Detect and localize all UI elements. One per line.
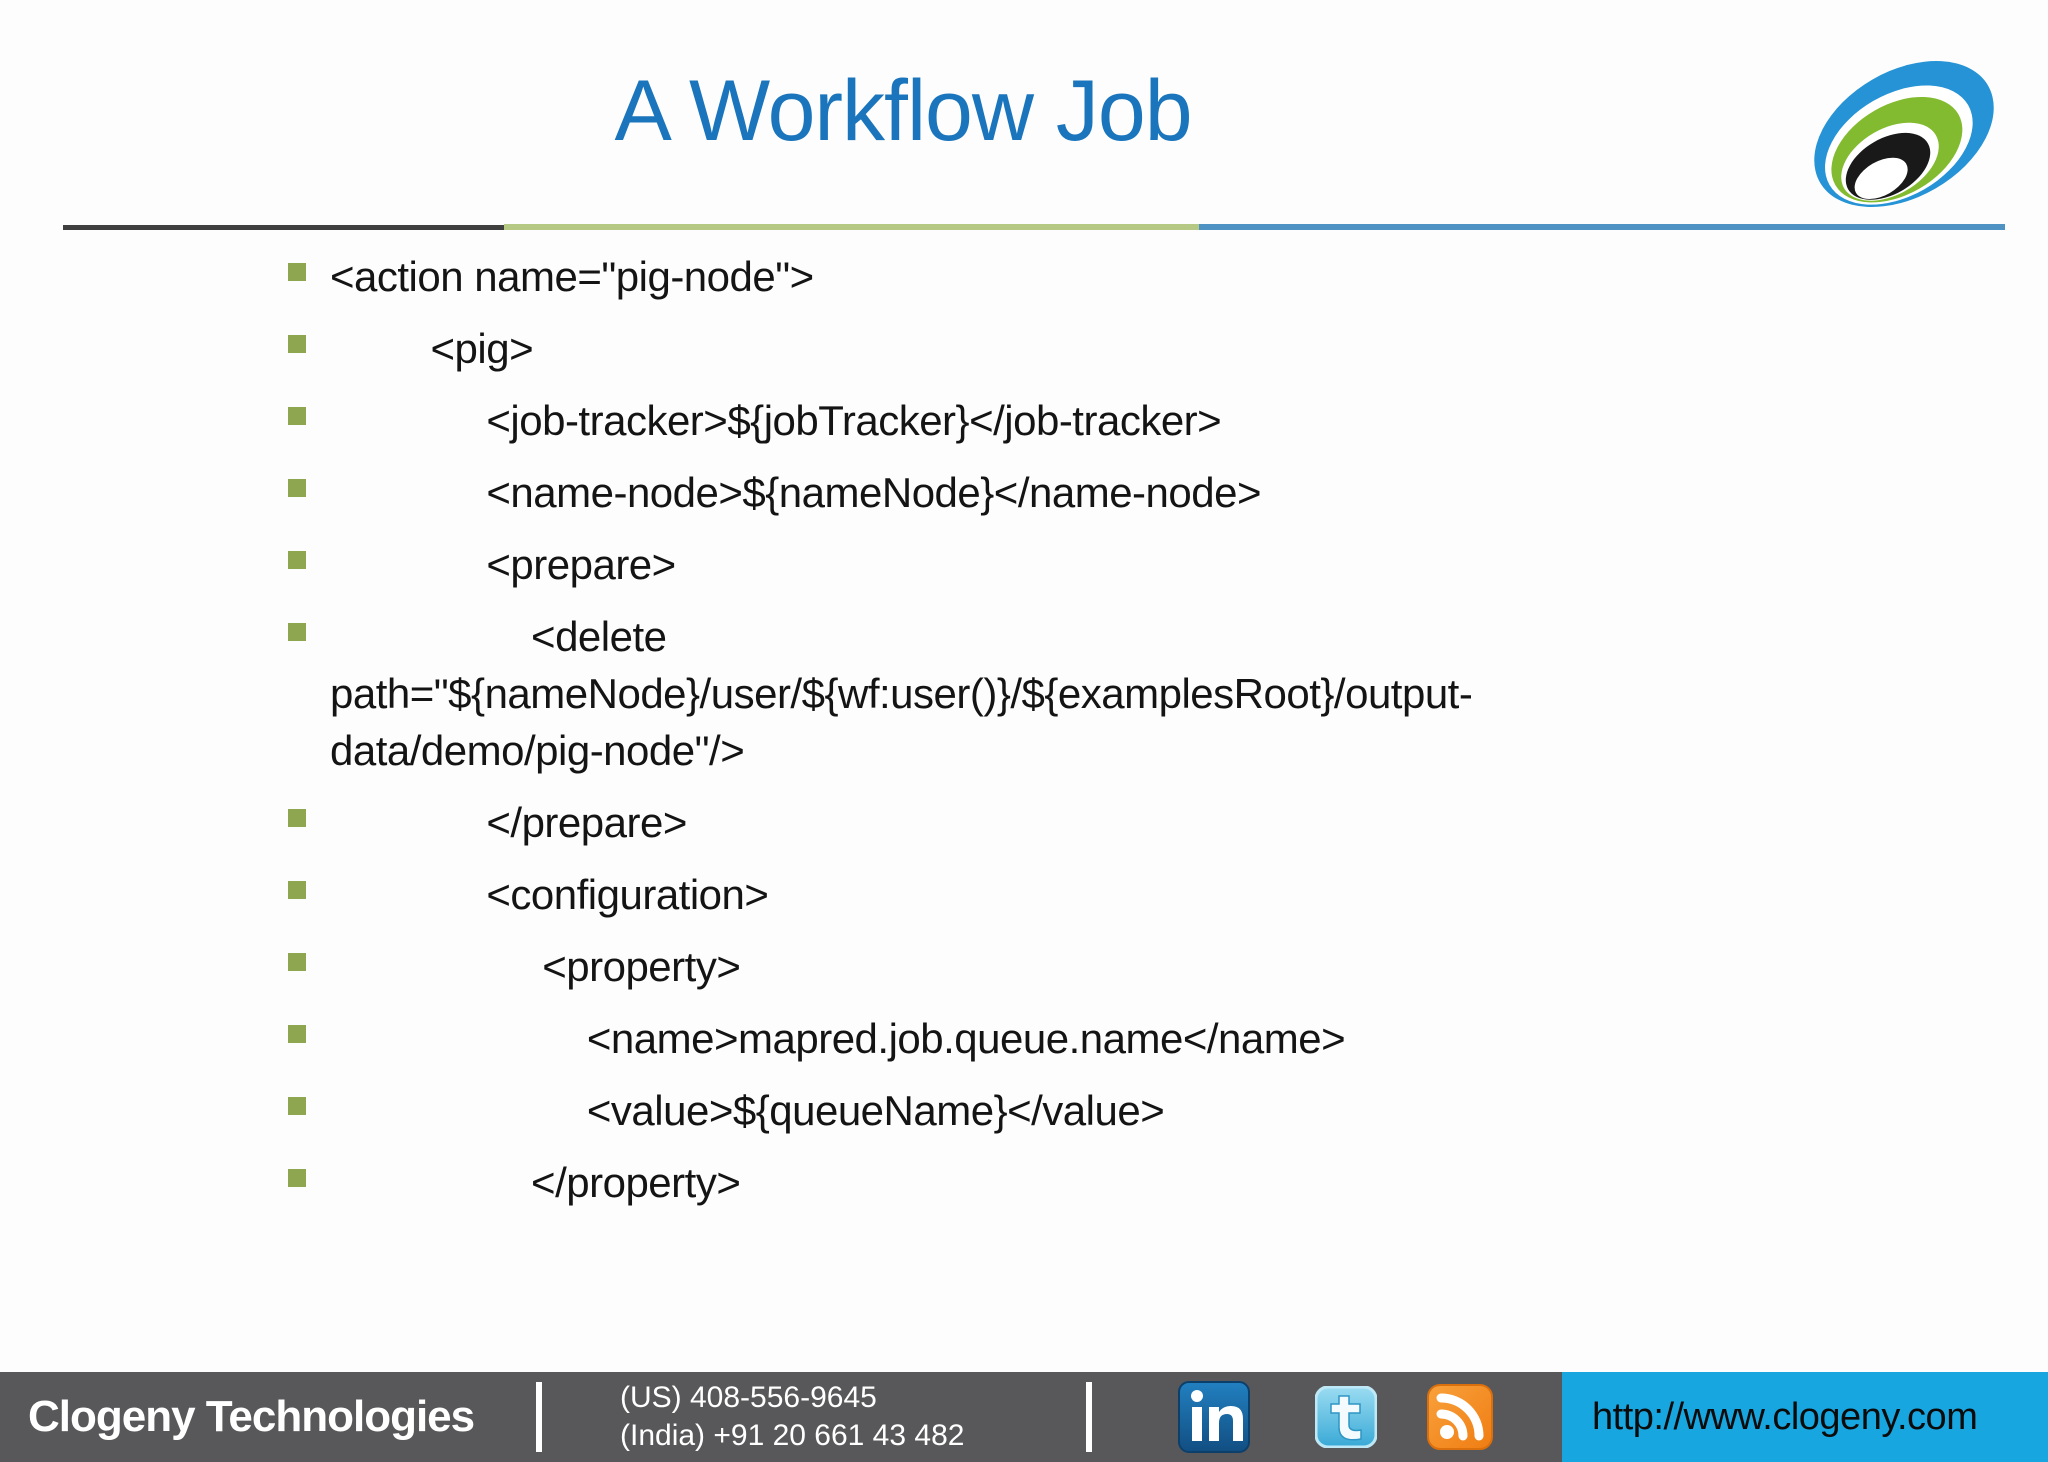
footer-separator [1086, 1382, 1092, 1452]
code-line: <pig> [330, 325, 534, 372]
bullet-item: <configuration> [288, 866, 2000, 923]
bullet-square-icon [288, 809, 306, 827]
bullet-item: <property> [288, 938, 2000, 995]
code-line: <prepare> [330, 541, 676, 588]
divider-olive-segment [504, 224, 1199, 230]
bullet-square-icon [288, 953, 306, 971]
code-line: <property> [330, 943, 741, 990]
code-line: </prepare> [330, 799, 687, 846]
bullet-item: </prepare> [288, 794, 2000, 851]
bullet-item: <name-node>${nameNode}</name-node> [288, 464, 2000, 521]
code-line: <delete path="${nameNode}/user/${wf:user… [330, 613, 1473, 774]
bullet-square-icon [288, 479, 306, 497]
bullet-square-icon [288, 1097, 306, 1115]
bullet-square-icon [288, 407, 306, 425]
company-name: Clogeny Technologies [28, 1392, 475, 1441]
code-line: </property> [330, 1159, 741, 1206]
slide-title: A Workflow Job [614, 63, 1192, 159]
bullet-item: <prepare> [288, 536, 2000, 593]
footer-separator [536, 1382, 542, 1452]
code-line: <job-tracker>${jobTracker}</job-tracker> [330, 397, 1222, 444]
phone-us: (US) 408-556-9645 [620, 1381, 877, 1414]
title-divider [63, 224, 2005, 230]
rss-icon[interactable] [1427, 1372, 1493, 1462]
phone-india: (India) +91 20 661 43 482 [620, 1419, 965, 1452]
code-line: <value>${queueName}</value> [330, 1087, 1165, 1134]
bullet-item: <value>${queueName}</value> [288, 1082, 2000, 1139]
footer-bar: Clogeny Technologies (US) 408-556-9645 (… [0, 1372, 2048, 1462]
code-line: <name-node>${nameNode}</name-node> [330, 469, 1261, 516]
website-url-block: http://www.clogeny.com [1562, 1372, 2048, 1462]
bullet-item: <delete path="${nameNode}/user/${wf:user… [288, 608, 2000, 779]
clogeny-logo [1800, 50, 2005, 218]
website-url[interactable]: http://www.clogeny.com [1592, 1395, 1978, 1438]
bullet-item: </property> [288, 1154, 2000, 1211]
code-line: <action name="pig-node"> [330, 253, 814, 300]
twitter-icon[interactable] [1315, 1372, 1377, 1462]
bullet-square-icon [288, 335, 306, 353]
bullet-square-icon [288, 881, 306, 899]
divider-dark-segment [63, 225, 504, 230]
clogeny-swirl-icon [1814, 61, 1994, 207]
bullet-square-icon [288, 551, 306, 569]
bullet-square-icon [288, 623, 306, 641]
code-bullet-list: <action name="pig-node"> <pig> <job-trac… [288, 248, 2000, 1226]
bullet-item: <job-tracker>${jobTracker}</job-tracker> [288, 392, 2000, 449]
divider-blue-segment [1199, 224, 2005, 230]
bullet-square-icon [288, 263, 306, 281]
phone-numbers: (US) 408-556-9645 (India) +91 20 661 43 … [620, 1379, 964, 1455]
bullet-item: <action name="pig-node"> [288, 248, 2000, 305]
code-line: <name>mapred.job.queue.name</name> [330, 1015, 1346, 1062]
bullet-item: <pig> [288, 320, 2000, 377]
bullet-square-icon [288, 1025, 306, 1043]
bullet-item: <name>mapred.job.queue.name</name> [288, 1010, 2000, 1067]
code-line: <configuration> [330, 871, 769, 918]
bullet-square-icon [288, 1169, 306, 1187]
linkedin-icon[interactable] [1178, 1372, 1250, 1462]
